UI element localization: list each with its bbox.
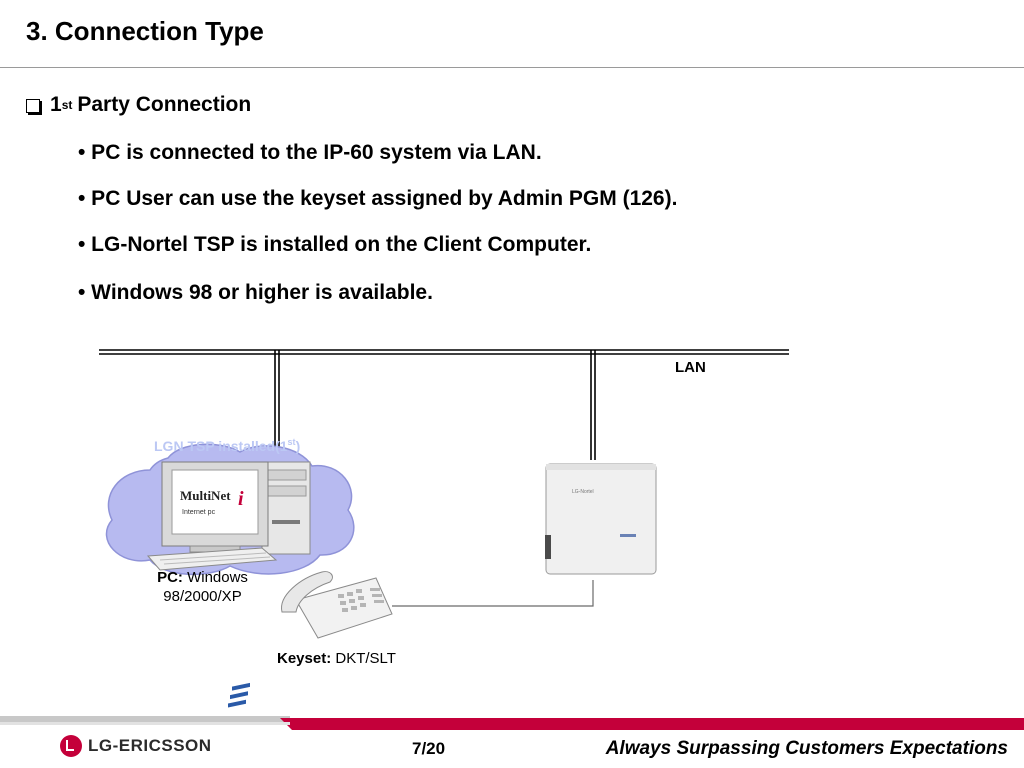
keyset-caption-label: Keyset: — [277, 650, 332, 667]
pc-caption-text-2: 98/2000/XP — [163, 588, 242, 605]
cloud-label-superscript: st — [287, 437, 296, 447]
svg-text:i: i — [238, 488, 244, 510]
checkbox-bullet-icon — [26, 99, 40, 113]
bullet-item: • Windows 98 or higher is available. — [78, 281, 433, 304]
pc-caption-text: Windows — [187, 569, 248, 586]
lan-bus-line — [99, 349, 789, 355]
company-logo: LG-ERICSSON — [60, 735, 212, 757]
bullet-item: • PC is connected to the IP-60 system vi… — [78, 141, 542, 164]
cloud-label-close: ) — [295, 438, 301, 454]
cloud-label-main: LGN TSP installed(1 — [154, 438, 288, 454]
section-number: 1 — [50, 93, 62, 116]
svg-text:LG-Nortel: LG-Nortel — [572, 489, 594, 495]
pc-keyboard — [146, 547, 278, 571]
lg-face-icon — [60, 735, 82, 757]
pc-caption: PC: Windows 98/2000/XP — [130, 568, 275, 606]
ip60-system-unit: LG-Nortel — [545, 463, 657, 575]
footer-tagline: Always Surpassing Customers Expectations — [605, 738, 1008, 759]
lan-label: LAN — [675, 359, 706, 376]
logo-text: LG-ERICSSON — [88, 736, 212, 755]
keyset-caption-text: DKT/SLT — [335, 650, 396, 667]
svg-text:Internet pc: Internet pc — [182, 509, 216, 516]
slide-title: 3. Connection Type — [26, 16, 264, 46]
lan-drop-system — [590, 350, 596, 460]
keyset-connection-line — [392, 580, 594, 607]
pc-monitor: MultiNet i Internet pc — [161, 461, 269, 553]
ericsson-stripes-icon — [228, 682, 250, 708]
cloud-shape — [105, 443, 355, 576]
pc-caption-label: PC: — [157, 569, 183, 586]
bullet-item: • LG-Nortel TSP is installed on the Clie… — [78, 233, 592, 256]
keyset-phone — [281, 571, 393, 639]
bullet-item: • PC User can use the keyset assigned by… — [78, 187, 678, 210]
footer-band — [0, 716, 1024, 730]
title-divider — [0, 67, 1024, 68]
section-superscript: st — [61, 98, 73, 112]
svg-text:MultiNet: MultiNet — [180, 488, 231, 503]
section-text: Party Connection — [77, 93, 252, 116]
section-heading: 1 st Party Connection — [26, 93, 251, 117]
page-number: 7/20 — [412, 739, 446, 758]
cloud-label: LGN TSP installed(1st) — [154, 437, 300, 454]
keyset-caption: Keyset: DKT/SLT — [277, 650, 396, 667]
pc-tower — [261, 461, 311, 555]
